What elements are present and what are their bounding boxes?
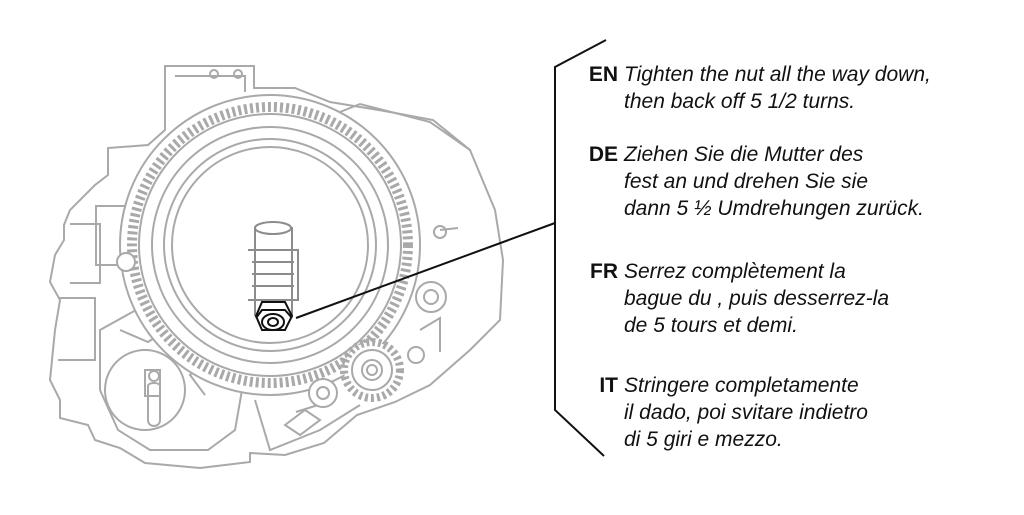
gearbox-housing bbox=[48, 65, 505, 470]
instruction-text-it: Stringere completamente il dado, poi svi… bbox=[624, 372, 1004, 453]
instruction-line-2: fest an und drehen Sie sie bbox=[624, 170, 869, 193]
instruction-line-3: de 5 tours et demi. bbox=[624, 314, 798, 337]
instruction-line-2: bague du , puis desserrez-la bbox=[624, 287, 889, 310]
instruction-line-3: dann 5 ½ Umdrehungen zurück. bbox=[624, 197, 925, 220]
language-code-it: IT bbox=[599, 374, 618, 397]
instruction-line-1: Ziehen Sie die Mutter des bbox=[624, 143, 864, 166]
instruction-text-fr: Serrez complètement la bague du , puis d… bbox=[624, 258, 1004, 339]
bolt-heads bbox=[116, 252, 447, 408]
adjustment-nut-icon bbox=[254, 301, 294, 331]
language-code-fr: FR bbox=[590, 260, 618, 283]
instruction-text-en: Tighten the nut all the way down, then b… bbox=[624, 61, 1004, 115]
language-code-en: EN bbox=[588, 63, 618, 86]
language-code-de: DE bbox=[588, 143, 618, 166]
small-gear bbox=[340, 338, 404, 402]
shaft bbox=[248, 221, 299, 316]
instruction-line-2: il dado, poi svitare indietro bbox=[624, 401, 868, 424]
instruction-line-1: Stringere completamente bbox=[624, 374, 859, 397]
instruction-line-3: di 5 giri e mezzo. bbox=[624, 428, 783, 451]
callout-line bbox=[295, 39, 607, 457]
instruction-line-1: Tighten the nut all the way down, bbox=[624, 63, 931, 86]
instruction-text-de: Ziehen Sie die Mutter des fest an und dr… bbox=[624, 141, 1004, 222]
instruction-line-2: then back off 5 1/2 turns. bbox=[624, 90, 856, 113]
instruction-line-1: Serrez complètement la bbox=[624, 260, 846, 283]
